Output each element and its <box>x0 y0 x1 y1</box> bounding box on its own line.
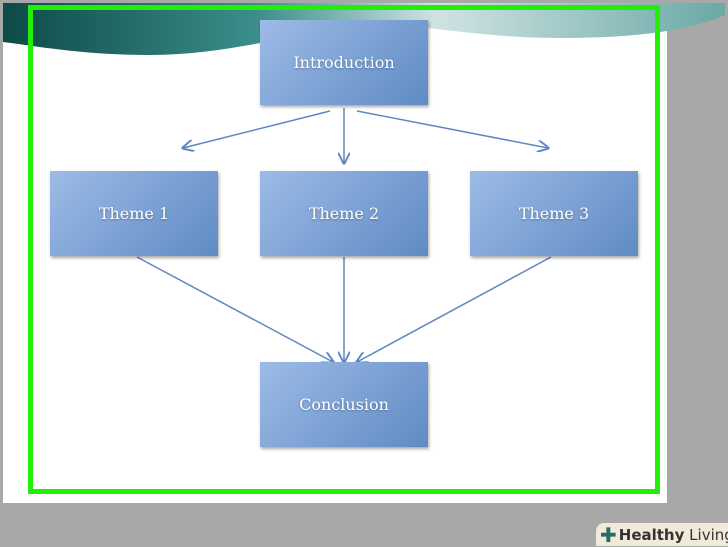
node-conclusion: Conclusion <box>260 362 428 447</box>
node-theme-2: Theme 2 <box>260 171 428 256</box>
brand-bold: Healthy <box>618 525 685 544</box>
arrow-intro-theme1 <box>183 110 331 148</box>
node-theme-3: Theme 3 <box>470 171 638 256</box>
brand-light: Living <box>689 525 728 544</box>
node-theme-1: Theme 1 <box>50 171 218 256</box>
highlight-frame <box>28 5 660 494</box>
node-introduction: Introduction <box>260 20 428 105</box>
arrow-theme1-conclusion <box>136 256 333 362</box>
cross-leaf-icon: ✚ <box>600 522 617 547</box>
arrow-intro-theme3 <box>356 110 548 148</box>
healthy-living-watermark: ✚ Healthy Living <box>596 522 728 547</box>
arrow-theme3-conclusion <box>357 256 552 362</box>
decorative-wave-banner <box>3 3 725 55</box>
